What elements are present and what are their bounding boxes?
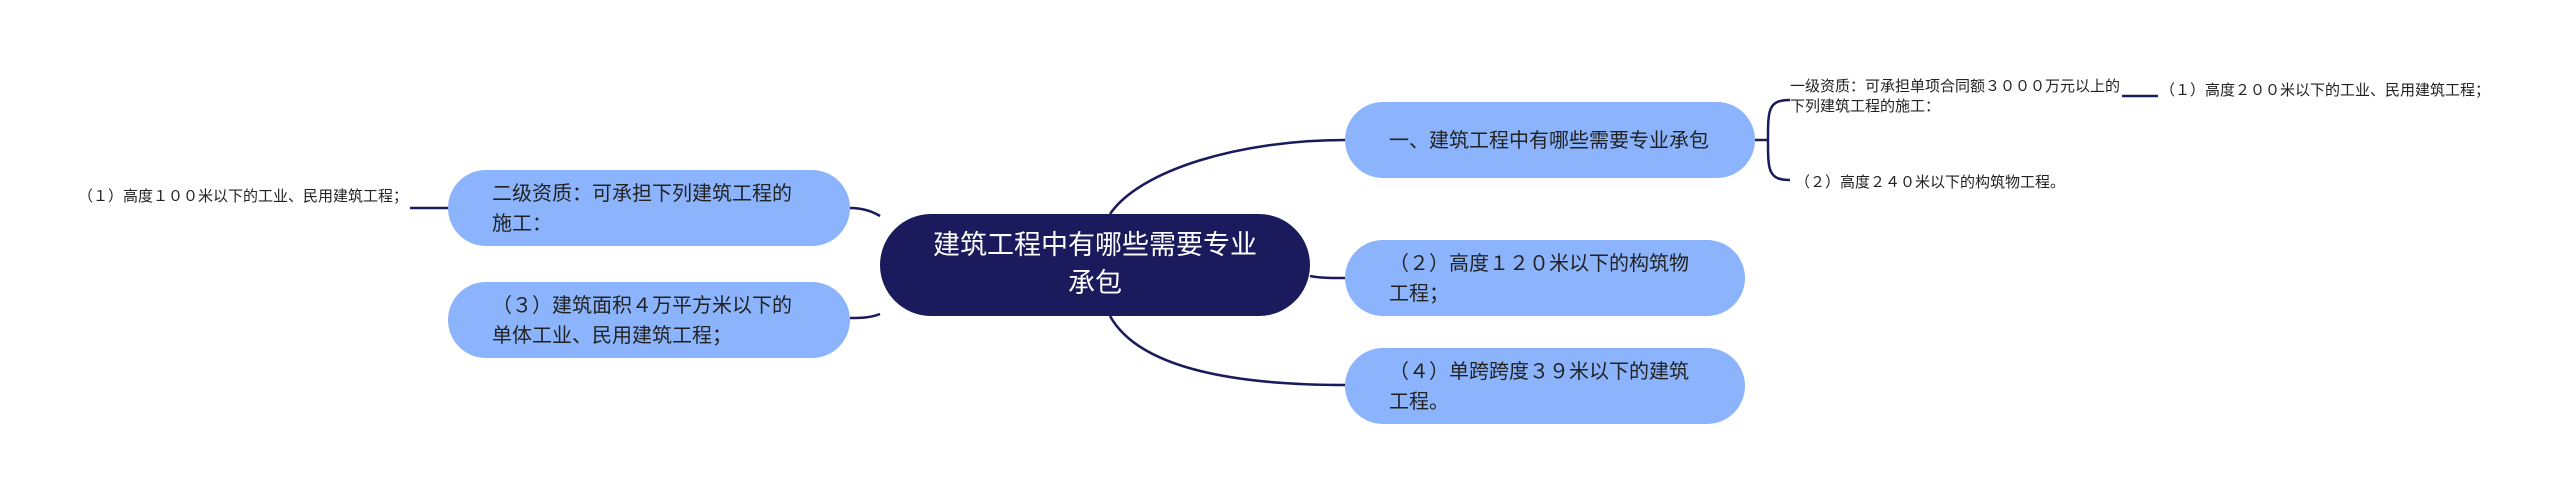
central-topic-label: 建筑工程中有哪些需要专业承包 — [933, 230, 1257, 299]
subtopic-label: （１）高度２００米以下的工业、民用建筑工程； — [2160, 81, 2491, 99]
topic-label: 二级资质：可承担下列建筑工程的施工： — [492, 181, 792, 235]
edge-center-to-topic4 — [1108, 315, 1346, 387]
subtopic-first-grade-qualification[interactable]: 一级资质：可承担单项合同额３０００万元以上的下列建筑工程的施工： — [1790, 76, 2120, 116]
subtopic-label: （２）高度２４０米以下的构筑物工程。 — [1795, 173, 2066, 191]
topic-span-39m[interactable]: （４）单跨跨度３９米以下的建筑工程。 — [1345, 348, 1745, 424]
subtopic-label: （１）高度１００米以下的工业、民用建筑工程； — [78, 187, 409, 205]
topic-label: 一、建筑工程中有哪些需要专业承包 — [1389, 128, 1709, 152]
subtopic-label: 一级资质：可承担单项合同额３０００万元以上的下列建筑工程的施工： — [1790, 77, 2121, 115]
edge-center-to-topic2 — [1309, 274, 1346, 280]
edge-center-to-left3 — [849, 312, 881, 320]
edge-center-to-left1 — [849, 206, 881, 218]
subtopic-structure-240m[interactable]: （２）高度２４０米以下的构筑物工程。 — [1795, 172, 2125, 192]
edge-center-to-topic1 — [1108, 138, 1346, 215]
topic-structure-120m[interactable]: （２）高度１２０米以下的构筑物工程； — [1345, 240, 1745, 316]
subtopic-building-100m[interactable]: （１）高度１００米以下的工业、民用建筑工程； — [78, 186, 408, 206]
topic-label: （４）单跨跨度３９米以下的建筑工程。 — [1389, 359, 1689, 413]
topic-floor-area-40000[interactable]: （３）建筑面积４万平方米以下的单体工业、民用建筑工程； — [448, 282, 850, 358]
subtopic-building-200m[interactable]: （１）高度２００米以下的工业、民用建筑工程； — [2160, 80, 2500, 100]
bracket — [1766, 98, 1791, 182]
topic-second-grade-qualification[interactable]: 二级资质：可承担下列建筑工程的施工： — [448, 170, 850, 246]
topic-label: （３）建筑面积４万平方米以下的单体工业、民用建筑工程； — [492, 293, 792, 347]
topic-label: （２）高度１２０米以下的构筑物工程； — [1389, 251, 1689, 305]
central-topic[interactable]: 建筑工程中有哪些需要专业承包 — [880, 214, 1310, 316]
topic-professional-contracting[interactable]: 一、建筑工程中有哪些需要专业承包 — [1345, 102, 1755, 178]
